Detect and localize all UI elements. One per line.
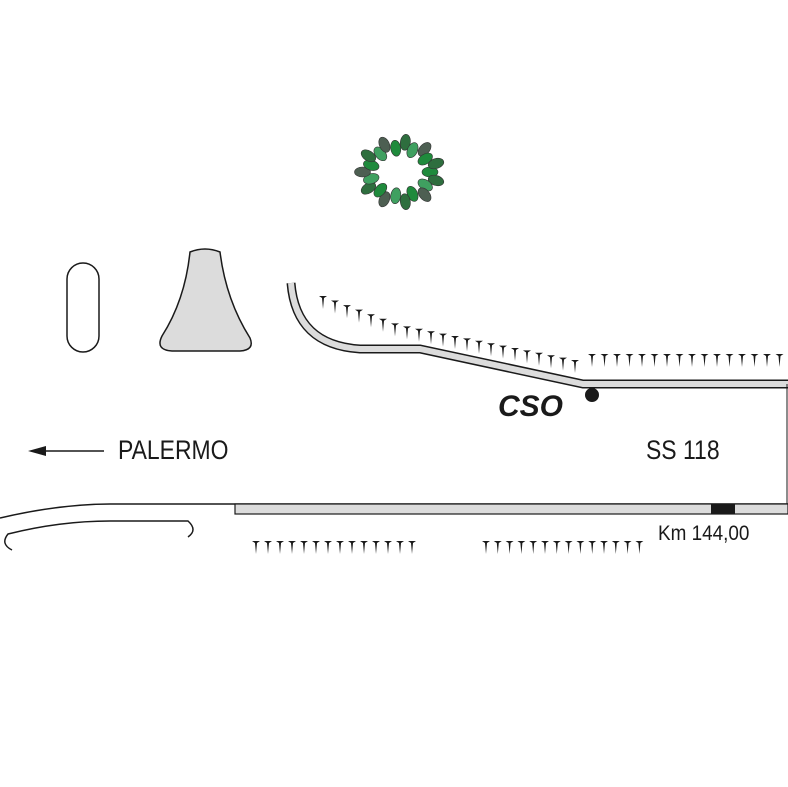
barrier-tick	[463, 338, 471, 352]
barrier-tick	[343, 305, 351, 319]
barrier-tick	[517, 541, 526, 554]
tree-leaf	[360, 149, 377, 163]
tree-leaf	[390, 139, 402, 157]
guardrail-top-outline	[286, 282, 788, 389]
guardrail-bottom	[234, 503, 788, 515]
barrier-tick	[571, 360, 579, 373]
barrier-tick	[336, 541, 344, 554]
road-label: SS 118	[646, 435, 720, 465]
barrier-tick	[763, 354, 771, 367]
barrier-tick	[725, 354, 734, 367]
barrier-tick	[348, 541, 356, 554]
barrier-tick	[675, 354, 684, 367]
barrier-ticks	[252, 296, 784, 554]
barrier-tick	[576, 541, 585, 554]
barrier-tick	[499, 345, 507, 359]
tree-leaf	[354, 166, 371, 178]
barrier-tick	[564, 541, 573, 554]
barrier-tick	[493, 541, 502, 554]
barrier-tick	[451, 336, 459, 349]
barrier-tick	[523, 350, 531, 364]
barrier-tick	[559, 357, 567, 371]
barrier-tick	[319, 296, 327, 309]
barrier-tick	[511, 348, 519, 361]
barrier-tick	[475, 340, 483, 354]
barrier-tick	[264, 541, 272, 554]
barrier-tick	[588, 354, 596, 367]
site-label: CSO	[498, 390, 564, 423]
tree-leaf	[406, 142, 419, 159]
barrier-tick	[403, 326, 411, 340]
barrier-tick	[324, 541, 332, 554]
barrier-tick	[635, 541, 644, 554]
barrier-tick	[547, 355, 555, 369]
road-edge-bottom	[0, 503, 788, 519]
tree-leaf	[417, 187, 432, 202]
barrier-tick	[276, 541, 284, 554]
kilometer-label: Km 144,00	[658, 522, 750, 545]
barrier-tick	[650, 354, 659, 367]
barrier-tick	[487, 343, 495, 357]
arrow-head	[28, 446, 46, 456]
barrier-tick	[482, 541, 490, 554]
side-road	[4, 520, 194, 551]
barrier-tick	[663, 354, 671, 367]
site-marker-icon	[585, 388, 599, 402]
tree-leaf	[378, 136, 391, 153]
barrier-tick	[355, 309, 363, 323]
tree-leaf	[399, 134, 411, 151]
tree-leaf	[399, 193, 411, 210]
barrier-tick	[379, 318, 387, 332]
barrier-tick	[713, 354, 721, 367]
barrier-tick	[529, 541, 538, 554]
barrier-tick	[439, 333, 447, 347]
barrier-tick	[600, 354, 609, 367]
barrier-tick	[688, 354, 696, 367]
traffic-island	[159, 248, 252, 352]
barrier-tick	[613, 354, 621, 367]
barrier-tick	[396, 541, 404, 554]
barrier-tick	[367, 314, 375, 328]
tree-icon	[354, 134, 445, 210]
barrier-tick	[312, 541, 320, 554]
tree-leaf	[373, 182, 388, 198]
barrier-tick	[300, 541, 308, 554]
barrier-tick	[408, 541, 416, 554]
traffic-island-pill	[66, 262, 100, 353]
guardrail-top	[288, 282, 788, 387]
tree-leaf	[390, 187, 402, 205]
tree-leaf	[427, 157, 445, 170]
tree-leaf	[360, 181, 377, 195]
barrier-tick	[700, 354, 709, 367]
tree-leaf	[427, 174, 445, 187]
barrier-tick	[611, 541, 620, 554]
barrier-tick	[535, 352, 543, 366]
barrier-tick	[288, 541, 296, 554]
barrier-tick	[427, 331, 435, 345]
barrier-tick	[505, 541, 514, 554]
direction-label: PALERMO	[118, 435, 229, 465]
barrier-tick	[541, 541, 549, 554]
barrier-tick	[623, 541, 632, 554]
barrier-tick	[415, 328, 423, 342]
barrier-tick	[360, 541, 368, 554]
tree-leaf	[417, 152, 433, 166]
barrier-tick	[588, 541, 597, 554]
barrier-tick	[552, 541, 561, 554]
km-marker-icon	[711, 504, 735, 514]
barrier-tick	[384, 541, 392, 554]
barrier-tick	[638, 354, 646, 367]
barrier-tick	[775, 354, 784, 367]
barrier-tick	[331, 300, 339, 314]
barrier-tick	[391, 323, 399, 337]
barrier-tick	[372, 541, 380, 554]
barrier-tick	[625, 354, 634, 367]
barrier-tick	[738, 354, 746, 367]
barrier-tick	[600, 541, 608, 554]
barrier-tick	[750, 354, 759, 367]
barrier-tick	[252, 541, 260, 554]
